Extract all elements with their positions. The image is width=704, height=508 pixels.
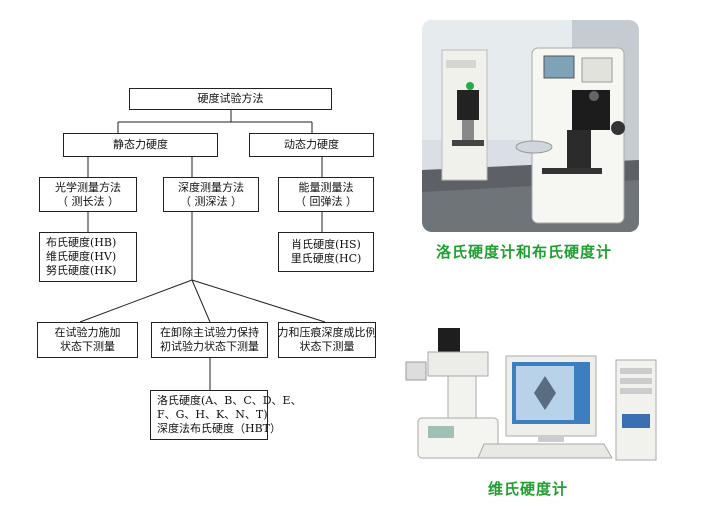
optical-method-node: 光学测量方法 （ 测长法 ） [39, 177, 137, 212]
dynamic-hardness-node: 动态力硬度 [249, 133, 374, 157]
rockwell-brinell-photo [422, 20, 639, 232]
bottom-photo-caption: 维氏硬度计 [488, 480, 569, 498]
top-photo-caption: 洛氏硬度计和布氏硬度计 [436, 243, 613, 261]
static-hardness-node: 静态力硬度 [63, 133, 218, 157]
energy-list-node: 肖氏硬度(HS) 里氏硬度(HC) [278, 232, 374, 272]
vickers-tester-photo [398, 318, 666, 468]
optical-list-node: 布氏硬度(HB) 维氏硬度(HV) 努氏硬度(HK) [39, 232, 137, 282]
energy-method-node: 能量测量法 （ 回弹法 ） [278, 177, 374, 212]
rockwell-list-node: 洛氏硬度(A、B、C、D、E、 F、G、H、K、N、T) 深度法布氏硬度（HBT… [150, 390, 302, 440]
condition-proportional-node: 力和压痕深度成比例 状态下测量 [278, 322, 377, 358]
condition-unloaded-node: 在卸除主试验力保持 初试验力状态下测量 [151, 322, 268, 358]
condition-loaded-node: 在试验力施加 状态下测量 [37, 322, 138, 358]
root-node: 硬度试验方法 [129, 88, 332, 110]
depth-method-node: 深度测量方法 （ 测深法 ） [163, 177, 259, 212]
